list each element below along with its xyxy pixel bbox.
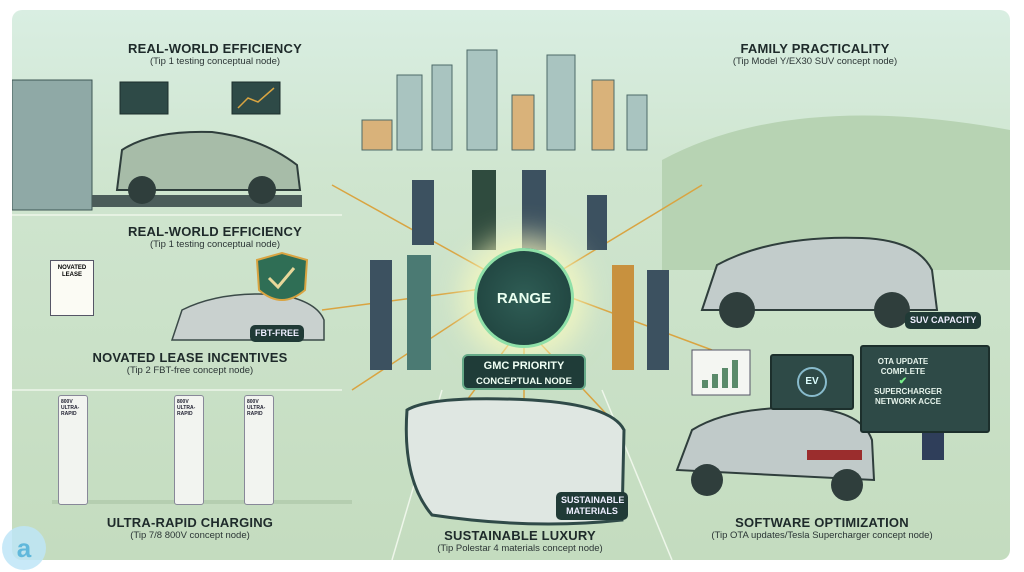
charger-3: 800V ULTRA-RAPID	[244, 395, 274, 505]
section-title: REAL-WORLD EFFICIENCY	[128, 224, 302, 239]
novated-lease-document: NOVATED LEASE	[50, 260, 94, 316]
monitor-chart	[231, 81, 281, 115]
illustration-background	[12, 49, 1010, 560]
charger-2: 800V ULTRA-RAPID	[174, 395, 204, 505]
range-label: RANGE	[496, 289, 552, 307]
section-subtitle: (Tip 2 FBT-free concept node)	[126, 365, 254, 376]
section-novated: NOVATED LEASE INCENTIVES (Tip 2 FBT-free…	[92, 350, 287, 376]
section-efficiency-top: REAL-WORLD EFFICIENCY (Tip 1 testing con…	[128, 41, 302, 67]
section-efficiency-mid: REAL-WORLD EFFICIENCY (Tip 1 testing con…	[128, 224, 302, 250]
bar-chart-window	[691, 349, 751, 396]
gmc-line1: GMC PRIORITY	[483, 360, 565, 372]
section-subtitle: (Tip Model Y/EX30 SUV concept node)	[732, 56, 898, 67]
section-charging: ULTRA-RAPID CHARGING (Tip 7/8 800V conce…	[107, 515, 273, 541]
section-title: REAL-WORLD EFFICIENCY	[128, 41, 302, 56]
watermark-logo: a	[2, 526, 46, 570]
section-title: ULTRA-RAPID CHARGING	[106, 515, 274, 530]
section-family: FAMILY PRACTICALITY (Tip Model Y/EX30 SU…	[733, 41, 897, 67]
section-subtitle: (Tip Polestar 4 materials concept node)	[437, 543, 603, 554]
section-title: SUSTAINABLE LUXURY	[444, 528, 596, 543]
gmc-line2: CONCEPTUAL NODE	[476, 376, 572, 387]
test-car	[115, 130, 302, 191]
check-icon: ✔	[898, 376, 908, 387]
ota-status: OTA UPDATE COMPLETE	[877, 357, 929, 376]
section-subtitle: (Tip OTA updates/Tesla Supercharger conc…	[711, 530, 933, 541]
section-subtitle: (Tip 1 testing conceptual node)	[149, 239, 281, 250]
ev-gauge: EV	[797, 367, 827, 397]
section-title: NOVATED LEASE INCENTIVES	[92, 350, 288, 365]
range-node: RANGE	[474, 248, 574, 348]
gmc-priority-box: GMC PRIORITY CONCEPTUAL NODE	[462, 354, 586, 390]
section-title: SOFTWARE OPTIMIZATION	[735, 515, 909, 530]
city-skyline	[361, 49, 648, 151]
ota-update-screen: OTA UPDATE COMPLETE ✔ SUPERCHARGER NETWO…	[860, 345, 990, 433]
family-suv	[700, 236, 939, 311]
suv-capacity-badge: SUV CAPACITY	[905, 312, 982, 329]
charger-1: 800V ULTRA-RAPID	[58, 395, 88, 505]
section-software: SOFTWARE OPTIMIZATION (Tip OTA updates/T…	[711, 515, 932, 541]
ev-dashboard-screen: EV	[770, 354, 854, 410]
section-luxury: SUSTAINABLE LUXURY (Tip Polestar 4 mater…	[437, 528, 602, 554]
supercharger-access: SUPERCHARGER NETWORK ACCE	[873, 387, 942, 406]
monitor-gauge	[119, 81, 169, 115]
shield-check-icon	[255, 251, 309, 301]
sustainable-materials-badge: SUSTAINABLE MATERIALS	[556, 492, 628, 520]
section-subtitle: (Tip 1 testing conceptual node)	[149, 56, 281, 67]
wind-tunnel	[12, 79, 93, 211]
section-subtitle: (Tip 7/8 800V concept node)	[130, 530, 250, 541]
fbt-free-badge: FBT-FREE	[250, 325, 304, 342]
business-people	[370, 170, 669, 370]
infographic-panel: REAL-WORLD EFFICIENCY (Tip 1 testing con…	[12, 10, 1010, 560]
hills	[662, 115, 1010, 270]
section-title: FAMILY PRACTICALITY	[740, 41, 890, 56]
